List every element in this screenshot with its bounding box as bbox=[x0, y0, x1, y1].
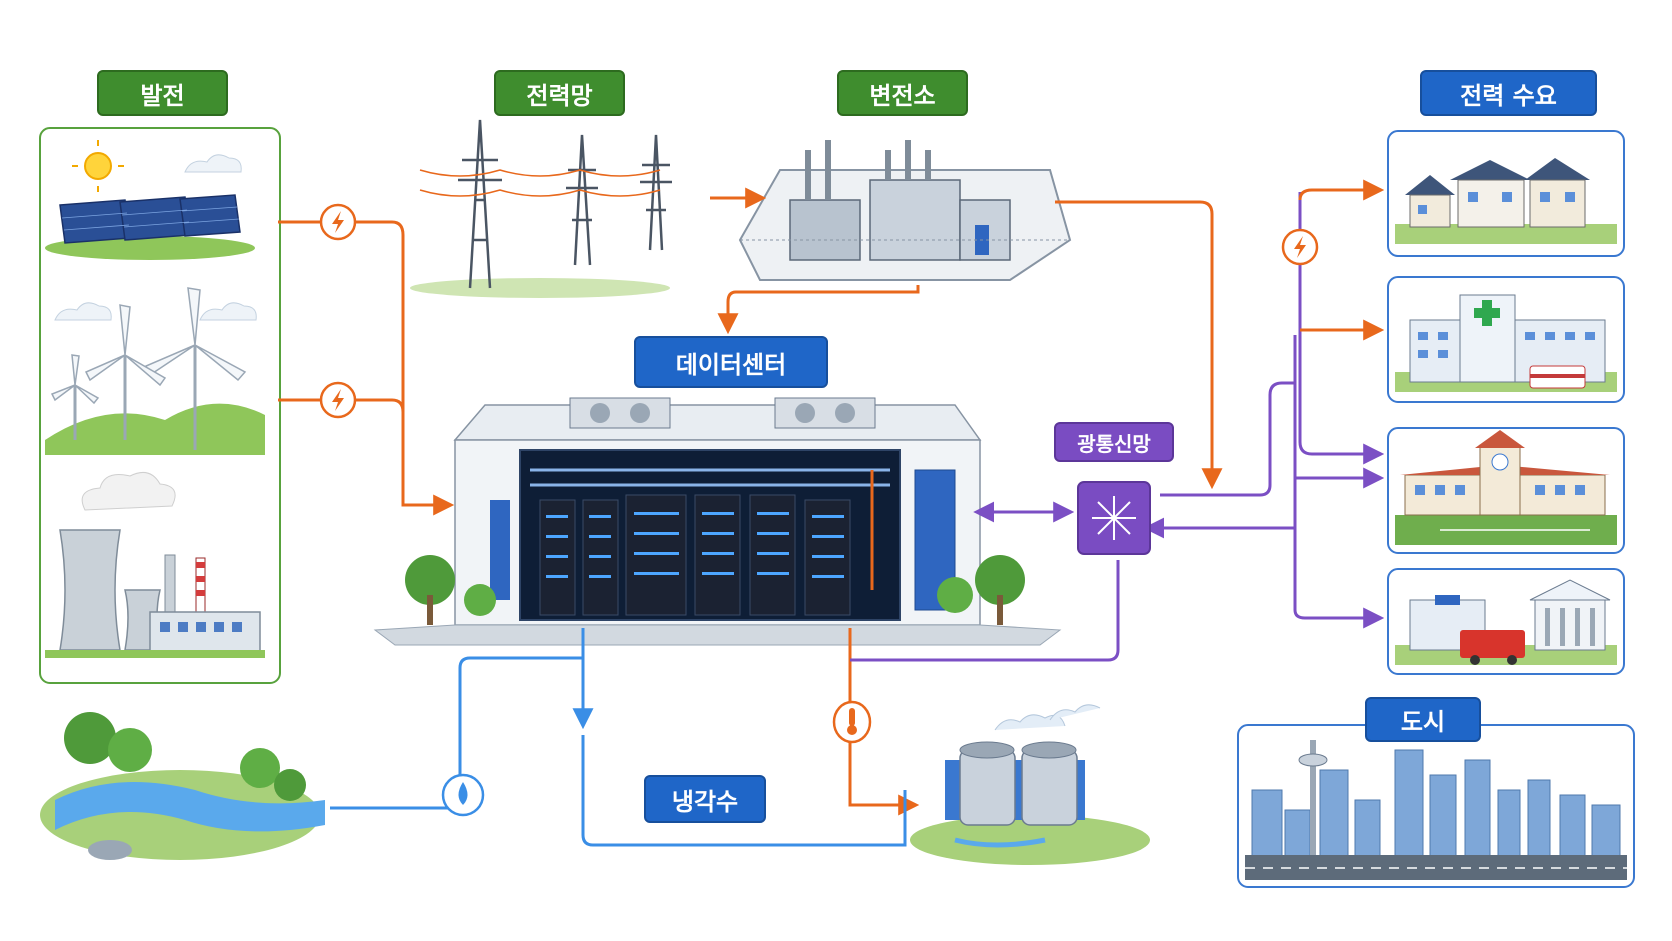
substation-icon bbox=[738, 140, 1072, 281]
wind-farm-icon bbox=[45, 287, 265, 455]
grid-label: 전력망 bbox=[494, 70, 625, 116]
network-flow-lines bbox=[850, 335, 1385, 662]
power-plant-icon bbox=[45, 471, 265, 658]
cooling-tower-icon bbox=[910, 704, 1150, 865]
public-buildings-panel bbox=[1387, 568, 1625, 675]
houses-panel bbox=[1387, 130, 1625, 257]
lightning-icon bbox=[319, 381, 357, 419]
datacenter-label: 데이터센터 bbox=[634, 336, 828, 388]
optical-network-label: 광통신망 bbox=[1054, 422, 1174, 462]
generation-label: 발전 bbox=[97, 70, 228, 116]
city-label: 도시 bbox=[1365, 697, 1481, 742]
solar-farm-icon bbox=[45, 140, 255, 260]
transmission-towers-icon bbox=[410, 119, 672, 298]
generation-panel bbox=[39, 127, 281, 684]
substation-label: 변전소 bbox=[837, 70, 968, 116]
thermometer-icon bbox=[832, 700, 872, 744]
water-flow-lines bbox=[330, 628, 907, 847]
school-panel bbox=[1387, 427, 1625, 554]
power-demand-label: 전력 수요 bbox=[1420, 70, 1597, 116]
cooling-water-label: 냉각수 bbox=[644, 775, 766, 823]
snowflake-hub-icon bbox=[1077, 481, 1151, 555]
lightning-icon bbox=[1281, 228, 1319, 266]
power-flow-lines bbox=[278, 179, 1385, 816]
datacenter-building-icon bbox=[373, 397, 1062, 646]
lightning-icon bbox=[319, 203, 357, 241]
river-icon bbox=[40, 712, 325, 860]
water-drop-icon bbox=[441, 773, 485, 817]
hospital-panel bbox=[1387, 276, 1625, 403]
city-panel bbox=[1237, 724, 1635, 888]
